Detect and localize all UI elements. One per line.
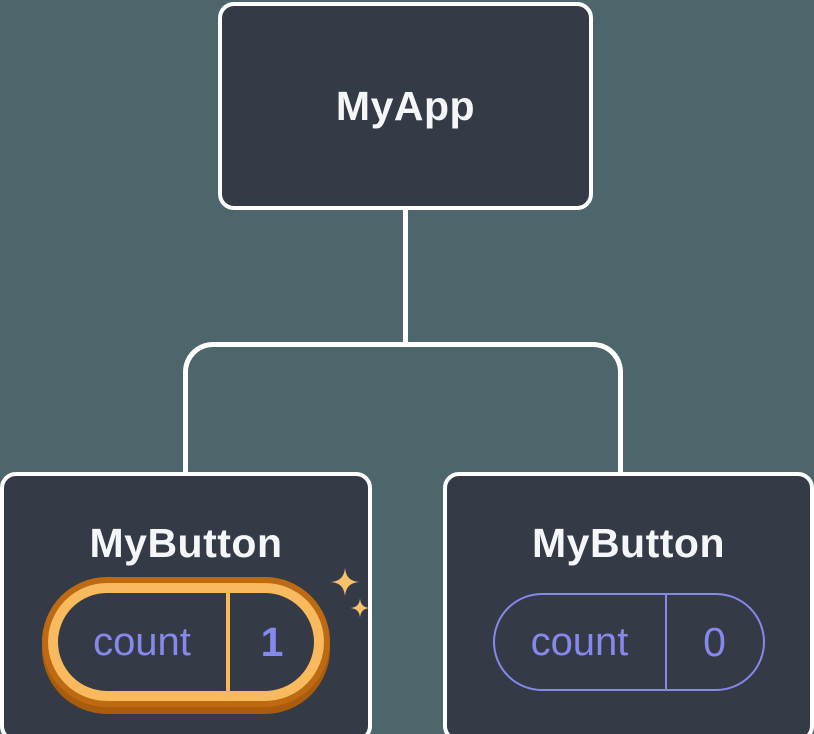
state-value: 1 bbox=[260, 618, 284, 665]
connector-branch bbox=[183, 342, 623, 474]
connector-stem bbox=[403, 209, 408, 344]
pill-divider bbox=[664, 595, 667, 689]
myapp-node: MyApp bbox=[218, 2, 593, 210]
mybutton-left-label: MyButton bbox=[89, 520, 283, 566]
myapp-node-label: MyApp bbox=[335, 82, 476, 129]
mybutton-right-label: MyButton bbox=[531, 520, 725, 566]
mybutton-node-highlighted: MyButton count 1 bbox=[0, 472, 372, 734]
mybutton-node: MyButton count 0 bbox=[443, 472, 814, 734]
sparkles-icon bbox=[331, 568, 370, 618]
state-pill: count 0 bbox=[492, 593, 765, 691]
state-value: 0 bbox=[703, 618, 726, 665]
state-key-label: count bbox=[93, 619, 191, 664]
state-pill-highlighted: count 1 bbox=[48, 583, 324, 701]
pill-divider bbox=[226, 593, 230, 691]
state-key-label: count bbox=[530, 619, 629, 664]
